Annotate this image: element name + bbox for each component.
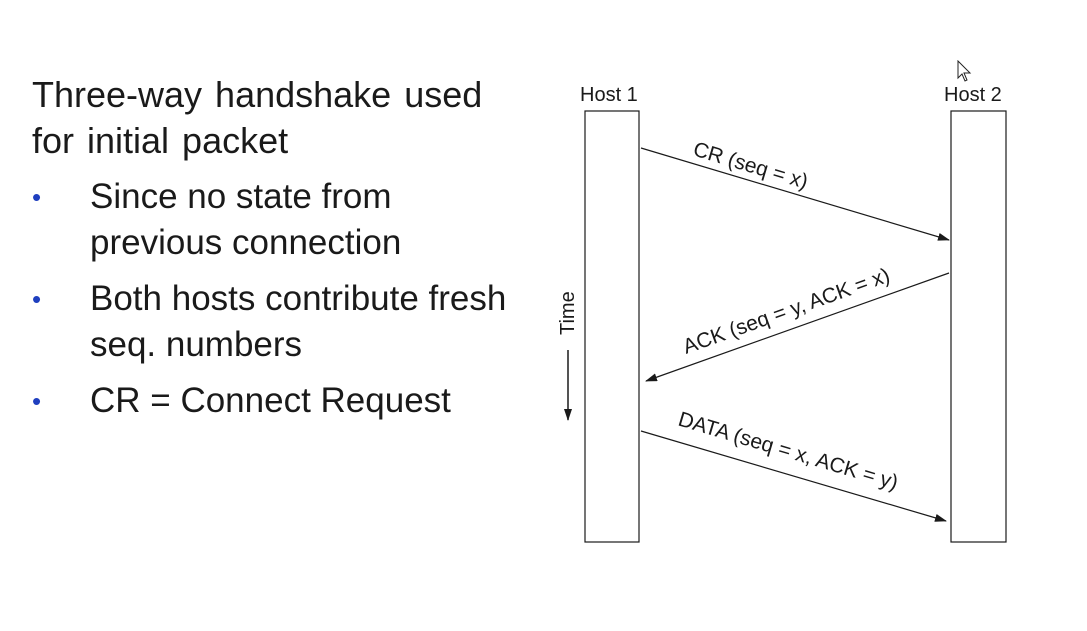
bullet-dot-icon: • [32,284,42,314]
ack-message-label: ACK (seq = y, ACK = x) [680,264,893,359]
bullet-text: CR = Connect Request [90,381,451,420]
bullet-item: • CR = Connect Request [32,378,532,424]
data-arrow [640,430,947,522]
bullet-item: • Since no state from previous connectio… [32,174,532,266]
cr-arrow [640,147,950,241]
bullet-item: • Both hosts contribute fresh seq. numbe… [32,276,532,368]
host2-timeline [950,110,1007,543]
host1-label: Host 1 [580,84,638,106]
time-label: Time [557,291,579,335]
bullet-text: Both hosts contribute fresh seq. numbers [90,279,507,364]
host1-timeline [584,110,640,543]
mouse-cursor-icon [957,60,972,82]
bullet-dot-icon: • [32,386,42,416]
cr-message-label: CR (seq = x) [691,138,811,194]
bullet-dot-icon: • [32,182,42,212]
ack-arrow [645,272,950,382]
host2-label: Host 2 [944,84,1002,106]
slide-heading: Three-way handshake used for initial pac… [32,74,483,161]
bullet-text: Since no state from previous connection [90,177,402,262]
slide-text: Three-way handshake used for initial pac… [32,72,532,434]
bullet-list: • Since no state from previous connectio… [32,174,532,424]
